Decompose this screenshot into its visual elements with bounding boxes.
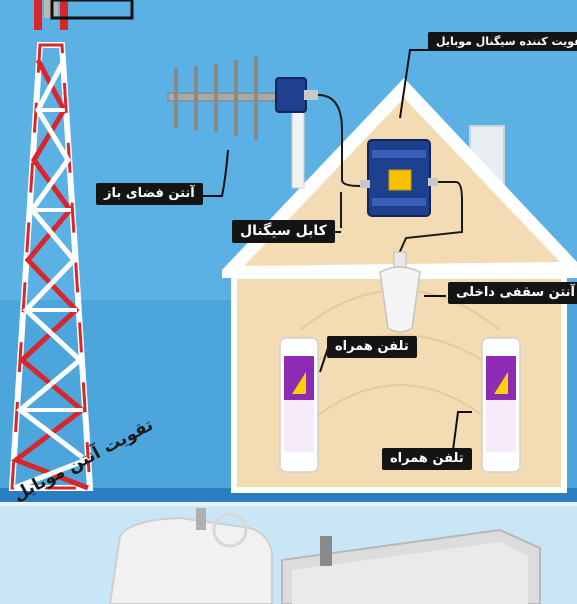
indoor-antenna-label: آنتن سقفی داخلی: [448, 282, 577, 304]
booster-label: تقویت کننده سیگنال موبایل: [428, 32, 577, 52]
antenna-panel-product-icon: [281, 528, 541, 604]
pointer-lines: [196, 49, 472, 459]
antenna-mast: [291, 111, 305, 189]
booster-product-icon: [108, 508, 273, 604]
outdoor-antenna-label: آنتن فضای باز: [96, 183, 203, 205]
pointer-outdoor: [196, 149, 229, 197]
signal-cable-outdoor: [317, 94, 361, 187]
signal-cable-indoor: [397, 181, 463, 257]
mobile-phone-icon: [481, 337, 521, 473]
pointer-booster: [399, 49, 432, 119]
phone-label-1: تلفن همراه: [327, 336, 417, 358]
signal-booster-icon: [360, 139, 438, 217]
mobile-phone-icon: [279, 337, 319, 473]
ceiling-antenna-icon: [379, 251, 421, 333]
phone-label-2: تلفن همراه: [382, 448, 472, 470]
cell-tower-icon: [8, 0, 134, 491]
pointer-phone2: [451, 411, 472, 459]
cables: [317, 94, 463, 257]
signal-cable-label: کابل سیگنال: [232, 220, 335, 243]
yagi-antenna-icon: [167, 56, 318, 140]
pointer-phone1: [319, 347, 329, 373]
